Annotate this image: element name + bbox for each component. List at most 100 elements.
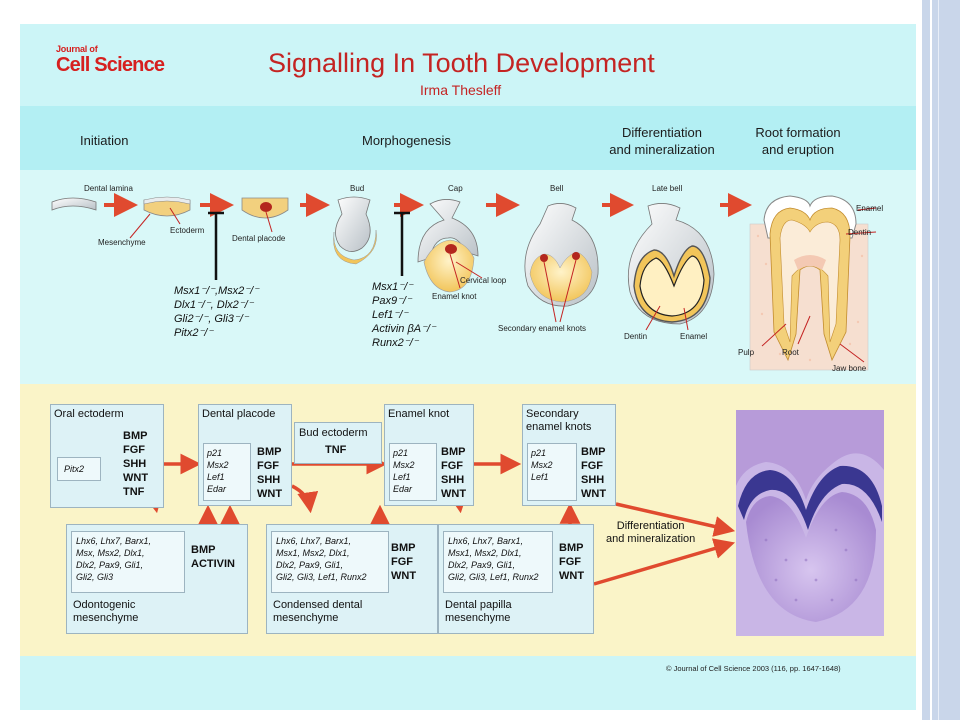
inner-gene: p21 <box>393 448 409 458</box>
inner-gene-box: Lhx6, Lhx7, Barx1, Msx1, Msx2, Dlx1, Dlx… <box>271 531 389 593</box>
box-secondary-enamel-knots: Secondary enamel knots p21 Msx2 Lef1 BMP… <box>522 404 616 506</box>
inner-gene: p21 <box>207 448 223 458</box>
box-title-line: enamel knots <box>526 421 592 433</box>
signal-list: BMP ACTIVIN <box>191 543 235 571</box>
journal-logo-small: Journal of <box>56 44 98 54</box>
inner-gene-box: p21 Msx2 Lef1 Edar <box>389 443 437 501</box>
dental-lamina-shape <box>51 197 97 211</box>
mutant-line: Pax9⁻/⁻ <box>372 295 412 307</box>
inner-gene: Dlx2, Pax9, Gli1, <box>448 560 516 570</box>
mutant-line: Gli2⁻/⁻, Gli3⁻/⁻ <box>174 313 249 325</box>
signal: FGF <box>559 556 581 568</box>
differentiation-label-line: and mineralization <box>606 533 696 545</box>
stage-differentiation-line2: and mineralization <box>609 142 715 157</box>
signal: WNT <box>123 472 149 484</box>
inner-gene-list: Lhx6, Lhx7, Barx1, Msx1, Msx2, Dlx1, Dlx… <box>276 535 367 583</box>
stage-root-formation: Root formation and eruption <box>744 124 852 158</box>
stage-morphogenesis: Morphogenesis <box>362 133 451 148</box>
inner-gene-box: p21 Msx2 Lef1 Edar <box>203 443 251 501</box>
signal: FGF <box>581 460 603 472</box>
signal: WNT <box>441 488 467 500</box>
annotation-pointers <box>129 207 877 363</box>
signal: WNT <box>559 570 585 582</box>
inner-gene: Msx2 <box>207 460 229 470</box>
inner-gene-box: Pitx2 <box>57 457 101 481</box>
inner-gene: Edar <box>393 484 413 494</box>
label-dental-placode: Dental placode <box>232 234 286 243</box>
signal: BMP <box>441 446 466 458</box>
mutant-line: Pitx2⁻/⁻ <box>174 327 214 339</box>
inner-gene: Dlx2, Pax9, Gli1, <box>76 560 144 570</box>
inner-gene: Msx, Msx2, Dlx1, <box>76 548 145 558</box>
signal: WNT <box>391 570 417 582</box>
inner-gene: Dlx2, Pax9, Gli1, <box>276 560 344 570</box>
tooth-stages-drawing <box>51 193 877 586</box>
label-root: Root <box>782 348 799 357</box>
signal: BMP <box>559 542 584 554</box>
box-title: Odontogenic mesenchyme <box>73 599 138 625</box>
box-dental-papilla: Lhx6, Lhx7, Barx1, Msx1, Msx2, Dlx1, Dlx… <box>438 524 594 634</box>
signal: FGF <box>257 460 279 472</box>
bud-shape <box>335 196 371 252</box>
label-dentin-root: Dentin <box>848 228 872 237</box>
inner-gene: Msx1, Msx2, Dlx1, <box>276 548 350 558</box>
box-title-line: mesenchyme <box>273 612 339 624</box>
label-secondary-enamel-knots: Secondary enamel knots <box>498 324 587 333</box>
journal-logo: Cell Science <box>56 54 165 76</box>
mutant-line: Lef1⁻/⁻ <box>372 309 409 321</box>
inner-gene: Gli2, Gli3, Lef1, Runx2 <box>276 572 367 582</box>
bud-mutants: Msx1⁻/⁻ Pax9⁻/⁻ Lef1⁻/⁻ Activin βA⁻/⁻ Ru… <box>372 280 436 350</box>
footer-band <box>20 656 916 710</box>
box-condensed-mesenchyme: Lhx6, Lhx7, Barx1, Msx1, Msx2, Dlx1, Dlx… <box>266 524 438 634</box>
mutant-line: Msx1⁻/⁻,Msx2⁻/⁻ <box>174 285 259 297</box>
mutant-line: Runx2⁻/⁻ <box>372 337 419 349</box>
signal: SHH <box>581 474 605 486</box>
box-title-line: mesenchyme <box>73 612 139 624</box>
inner-gene: Pitx2 <box>64 464 85 474</box>
signal: WNT <box>257 488 283 500</box>
mutant-line: Activin βA⁻/⁻ <box>372 323 436 335</box>
label-cervical-loop: Cervical loop <box>460 276 507 285</box>
inner-gene-box: p21 Msx2 Lef1 <box>527 443 577 501</box>
poster: Journal of Cell Science Signalling In To… <box>20 24 916 710</box>
label-mesenchyme: Mesenchyme <box>98 238 146 247</box>
inner-gene: Gli2, Gli3, Lef1, Runx2 <box>448 572 539 582</box>
copyright-notice: © Journal of Cell Science 2003 (116, pp.… <box>666 664 841 673</box>
inner-gene: Gli2, Gli3 <box>76 572 114 582</box>
box-title: Dental placode <box>202 408 276 420</box>
label-dental-lamina: Dental lamina <box>84 184 133 193</box>
poster-title: Signalling In Tooth Development <box>268 48 655 78</box>
inner-gene-list: Lhx6, Lhx7, Barx1, Msx, Msx2, Dlx1, Dlx2… <box>76 535 151 583</box>
inner-gene-list: p21 Msx2 Lef1 Edar <box>207 447 229 495</box>
inner-gene: Lef1 <box>393 472 411 482</box>
stage-differentiation-line1: Differentiation <box>622 125 702 140</box>
label-enamel-late-bell: Enamel <box>680 332 708 341</box>
stage-differentiation: Differentiation and mineralization <box>604 124 720 158</box>
signal: ACTIVIN <box>191 558 235 570</box>
mutant-line: Dlx1⁻/⁻, Dlx2⁻/⁻ <box>174 299 254 311</box>
box-oral-ectoderm: Oral ectoderm Pitx2 BMP FGF SHH WNT TNF <box>50 404 164 508</box>
label-jaw-bone: Jaw bone <box>832 364 867 373</box>
inner-gene: Lhx6, Lhx7, Barx1, <box>448 536 524 546</box>
inner-gene-box: Lhx6, Lhx7, Barx1, Msx1, Msx2, Dlx1, Dlx… <box>443 531 553 593</box>
ectoderm-shape <box>143 199 191 217</box>
inner-gene: Edar <box>207 484 227 494</box>
signal: SHH <box>123 458 147 470</box>
signal: TNF <box>325 444 347 456</box>
inner-gene-list: Lhx6, Lhx7, Barx1, Msx1, Msx2, Dlx1, Dlx… <box>448 535 539 583</box>
label-bell: Bell <box>550 184 564 193</box>
box-title-line: Condensed dental <box>273 599 363 611</box>
inner-gene-box: Lhx6, Lhx7, Barx1, Msx, Msx2, Dlx1, Dlx2… <box>71 531 185 593</box>
signal: BMP <box>581 446 606 458</box>
signal-list: BMP FGF SHH WNT <box>257 445 282 501</box>
inner-gene: Lef1 <box>207 472 225 482</box>
box-title-line: mesenchyme <box>445 612 511 624</box>
header-band <box>20 24 916 106</box>
inner-gene: Lhx6, Lhx7, Barx1, <box>276 536 352 546</box>
initiation-mutants: Msx1⁻/⁻,Msx2⁻/⁻ Dlx1⁻/⁻, Dlx2⁻/⁻ Gli2⁻/⁻… <box>174 284 259 340</box>
label-enamel-knot: Enamel knot <box>432 292 477 301</box>
inner-gene: Msx2 <box>531 460 553 470</box>
label-bud: Bud <box>350 184 365 193</box>
histology-image <box>736 410 884 636</box>
signal-list: BMP FGF WNT <box>559 541 584 583</box>
